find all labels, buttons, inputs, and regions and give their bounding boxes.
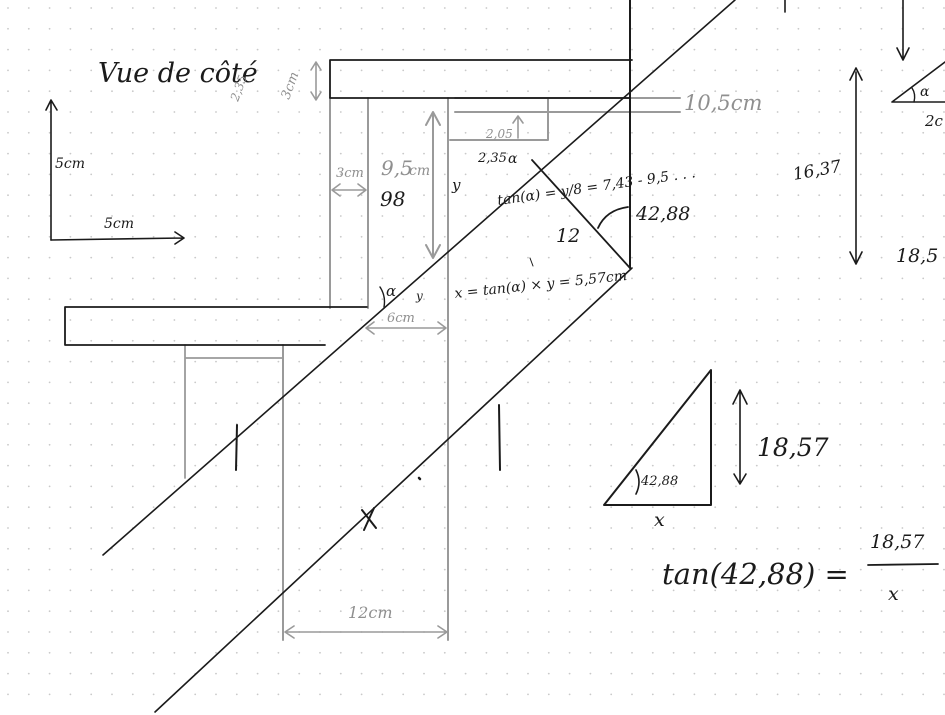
x-cross-mark: [361, 507, 377, 531]
angle-4288-label: 42,88: [635, 203, 690, 225]
equation-left: tan(42,88) =: [662, 557, 849, 591]
dim-y-label: y: [451, 176, 461, 194]
triangle-height-arrow: [732, 389, 748, 485]
small-dot: [417, 476, 422, 481]
gray-12cm-dimension: [284, 625, 448, 639]
underline-tan: [529, 257, 534, 267]
dot-grid: [7, 7, 945, 696]
upper-board-outline: [329, 59, 633, 99]
dim-98-label: 98: [380, 187, 405, 211]
alpha-small-top: α: [508, 151, 518, 167]
main-diagonal-upper: [102, 0, 736, 556]
alpha-corner-label: α: [920, 84, 930, 100]
gray-shelf-underside: [184, 344, 284, 479]
triangle-height-label: 18,57: [757, 433, 829, 462]
dim-12-label: 12: [556, 225, 580, 247]
gray-6cm-dimension: [365, 321, 447, 335]
dim-2c-label: 2c: [924, 112, 944, 130]
alpha-bottom-label: α: [386, 282, 396, 300]
shelf-tick-right: [498, 404, 501, 471]
right-triangle-arc: [635, 469, 640, 495]
triangle-x-label: x: [654, 509, 665, 531]
right-long-arrow: [849, 67, 863, 265]
gray-inner-box: [447, 97, 549, 641]
dim-185-label: 18,5: [896, 245, 938, 267]
top-thickness-b: 3cm: [279, 70, 303, 101]
scale-horizontal-label: 5cm: [104, 216, 134, 232]
dim-right-top-label: 10,5cm: [684, 91, 762, 115]
dim-6cm-label: 6cm: [387, 311, 415, 326]
fraction-bar: [867, 563, 939, 566]
gray-small-arrow: [512, 115, 524, 139]
alpha-wedge-bottom: [379, 286, 386, 308]
gray-tall-arrow: [425, 111, 441, 259]
right-triangle: [603, 369, 712, 506]
dim-small-a: 2,05: [485, 127, 513, 141]
gray-top-dimension-line: [454, 97, 681, 113]
lower-shelf-board: [64, 306, 368, 346]
shelf-tick-left: [235, 424, 238, 471]
equation-denominator: x: [888, 583, 899, 605]
gray-left-post: [329, 97, 369, 309]
equation-numerator: 18,57: [870, 531, 925, 553]
angle-arc: [597, 206, 629, 229]
scale-vertical-label: 5cm: [55, 156, 85, 172]
y-bottom-label: y: [415, 289, 423, 303]
dim-12cm-label: 12cm: [348, 603, 393, 622]
gray-top-left-arrows: [310, 61, 322, 101]
scale-bar-horizontal: [50, 231, 185, 245]
corner-triangle-arc: [911, 87, 916, 103]
title-label: Vue de côté: [98, 58, 258, 89]
dim-95-label: 9,5: [381, 156, 413, 180]
corner-triangle: [891, 61, 945, 103]
bracket-perpendicular: [531, 159, 631, 269]
dim-3cm-label: 3cm: [336, 166, 364, 181]
right-arrow-down: [896, 0, 910, 61]
triangle-angle-label: 42,88: [640, 474, 678, 489]
pencil-construction: [184, 61, 681, 641]
dim-cm-label: cm: [409, 163, 430, 179]
dim-small-b: 2,35: [477, 151, 507, 166]
gray-3cm-arrow: [331, 183, 367, 197]
scale-bar-vertical: [45, 99, 58, 241]
ink-construction: [45, 0, 945, 713]
dim-1637-label: 16,37: [791, 157, 843, 185]
main-diagonal-lower: [154, 267, 633, 713]
